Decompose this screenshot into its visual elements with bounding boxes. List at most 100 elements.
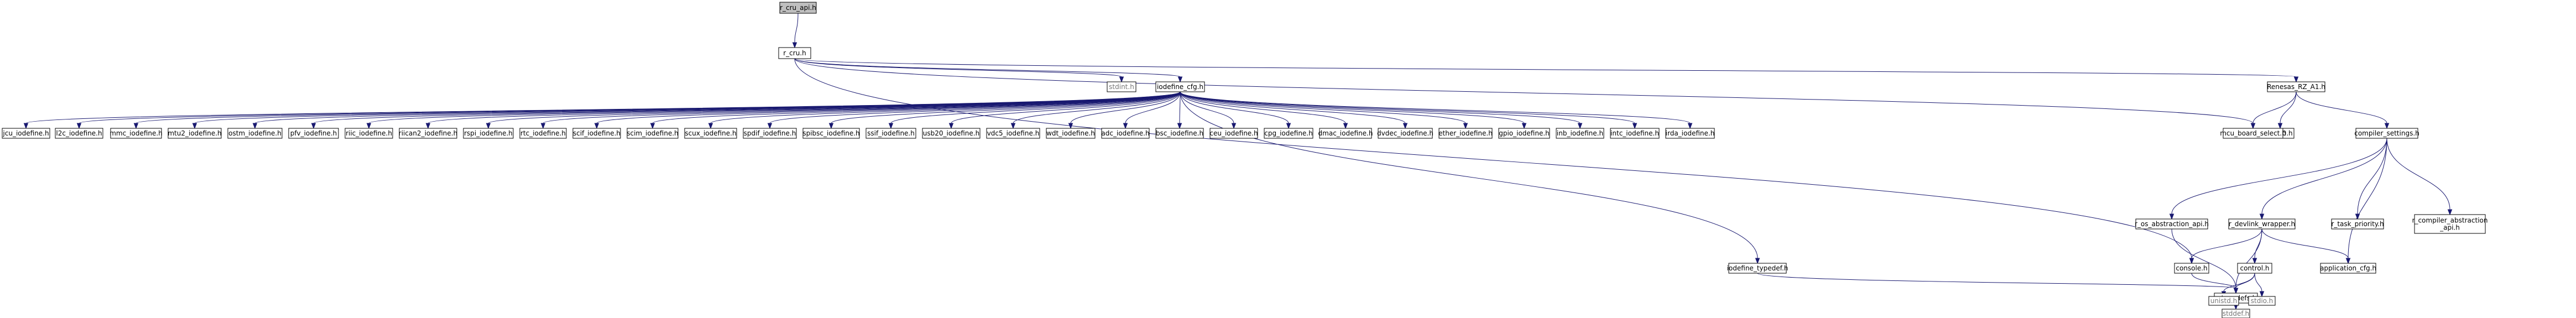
- node-label: scim_iodefine.h: [627, 129, 679, 137]
- node-label: unistd.h: [2210, 297, 2238, 305]
- node-box: [519, 128, 567, 139]
- node-box: [288, 128, 339, 139]
- node-gpio-iodefine-h[interactable]: gpio_iodefine.h: [1498, 128, 1550, 139]
- node-box: [802, 128, 860, 139]
- node-label: r_cru_api.h: [780, 4, 816, 12]
- node-cpg-iodefine-h[interactable]: cpg_iodefine.h: [1264, 128, 1313, 139]
- node-ssif-iodefine-h[interactable]: ssif_iodefine.h: [865, 128, 916, 139]
- node-iodefine-cfg-h[interactable]: iodefine_cfg.h: [1155, 81, 1205, 92]
- node-spdif-iodefine-h[interactable]: spdif_iodefine.h: [743, 128, 797, 139]
- node-l2c-iodefine-h[interactable]: l2c_iodefine.h: [55, 128, 103, 139]
- edge-arrowhead-adc_iodefine_h: [1123, 123, 1128, 129]
- edge-r_cru_h-to-iodefine_cfg_h: [794, 58, 1181, 77]
- edge-r_cru_h-to-stdint_h: [794, 58, 1122, 77]
- node-scif-iodefine-h[interactable]: scif_iodefine.h: [572, 128, 621, 139]
- edge-arrowhead-r_compiler_abstraction_api_h: [2447, 209, 2453, 216]
- node-ether-iodefine-h[interactable]: ether_iodefine.h: [1438, 128, 1493, 139]
- node-label: wdt_iodefine.h: [1046, 129, 1095, 137]
- node-box: [1264, 128, 1313, 139]
- edge-arrowhead-compiler_settings_h: [2384, 123, 2390, 129]
- node-vdc5-iodefine-h[interactable]: vdc5_iodefine.h: [986, 128, 1040, 139]
- node-box: [2223, 128, 2283, 139]
- node-ceu-iodefine-h[interactable]: ceu_iodefine.h: [1209, 128, 1258, 139]
- node-scux-iodefine-h[interactable]: scux_iodefine.h: [684, 128, 737, 139]
- node-label: ssif_iodefine.h: [867, 129, 915, 137]
- node-compiler-settings-h[interactable]: compiler_settings.h: [2354, 128, 2419, 139]
- node-box: [1155, 81, 1205, 92]
- node-application-cfg-h[interactable]: application_cfg.h: [2320, 263, 2376, 274]
- node-console-h[interactable]: console.h: [2174, 263, 2209, 274]
- node-dmac-iodefine-h[interactable]: dmac_iodefine.h: [1318, 128, 1373, 139]
- node-rspi-iodefine-h[interactable]: rspi_iodefine.h: [463, 128, 514, 139]
- edge-arrowhead-control_h: [2252, 258, 2257, 264]
- node-box: [399, 128, 457, 139]
- edge-iodefine_cfg_h-to-usb20_iodefine_h: [951, 91, 1181, 124]
- edge-iodefine_cfg_h-to-dmac_iodefine_h: [1180, 91, 1346, 124]
- node-box: [627, 128, 679, 139]
- edge-iodefine_cfg_h-to-scim_iodefine_h: [652, 91, 1181, 124]
- node-box: [1378, 128, 1433, 139]
- node-box: [684, 128, 737, 139]
- edge-iodefine_cfg_h-to-mtu2_iodefine_h: [194, 91, 1181, 124]
- node-ostm-iodefine-h[interactable]: ostm_iodefine.h: [227, 128, 283, 139]
- node-r-compiler-abstraction-api-h[interactable]: r_compiler_abstraction_api.h: [2412, 214, 2488, 234]
- node-box: [2208, 296, 2239, 306]
- node-adc-iodefine-h[interactable]: adc_iodefine.h: [1101, 128, 1150, 139]
- edge-arrowhead-rtc_iodefine_h: [540, 123, 546, 129]
- node-scim-iodefine-h[interactable]: scim_iodefine.h: [627, 128, 679, 139]
- edge-r_cru_api_h-to-r_cru_h: [794, 13, 799, 43]
- edge-r_os_abstraction_api_h-to-r_typedefs_h: [2171, 228, 2236, 289]
- node-label: ether_iodefine.h: [1438, 129, 1493, 137]
- node-jcu-iodefine-h[interactable]: jcu_iodefine.h: [2, 128, 50, 139]
- node-usb20-iodefine-h[interactable]: usb20_iodefine.h: [922, 128, 981, 139]
- node-box: [2222, 309, 2250, 318]
- node-bsc-iodefine-h[interactable]: bsc_iodefine.h: [1155, 128, 1204, 139]
- node-pfv-iodefine-h[interactable]: pfv_iodefine.h: [288, 128, 339, 139]
- node-r-cru-api-h[interactable]: r_cru_api.h: [779, 2, 817, 14]
- node-mmc-iodefine-h[interactable]: mmc_iodefine.h: [109, 128, 163, 139]
- edge-control_h-to-unistd_h: [2223, 273, 2255, 292]
- edge-renesas_rz_a1_h-to-mcu_board_select_h: [2252, 91, 2297, 124]
- node-r-devlink-wrapper-h[interactable]: r_devlink_wrapper.h: [2228, 218, 2296, 230]
- node-box: [2174, 263, 2209, 274]
- node-label: r_compiler_abstraction_api.h: [2412, 217, 2488, 232]
- edge-arrowhead-stdio_h: [2259, 291, 2265, 298]
- node-label: compiler_settings.h: [2354, 129, 2419, 137]
- node-label: rtc_iodefine.h: [520, 129, 566, 137]
- node-label: mmc_iodefine.h: [109, 129, 163, 137]
- node-r-task-priority-h[interactable]: r_task_priority.h: [2331, 218, 2384, 230]
- node-box: [779, 2, 817, 14]
- edge-arrowhead-spdif_iodefine_h: [767, 123, 773, 129]
- node-mtu2-iodefine-h[interactable]: mtu2_iodefine.h: [168, 128, 222, 139]
- edge-arrowhead-ether_iodefine_h: [1463, 123, 1468, 129]
- edge-arrowhead-bsc_iodefine_h: [1177, 123, 1182, 129]
- edge-iodefine_cfg_h-to-scux_iodefine_h: [710, 91, 1181, 124]
- node-irda-iodefine-h[interactable]: irda_iodefine.h: [1665, 128, 1715, 139]
- edge-iodefine_cfg_h-to-ceu_iodefine_h: [1180, 91, 1234, 124]
- node-renesas-rz-a1-h[interactable]: Renesas_RZ_A1.h: [2267, 81, 2325, 92]
- node-control-h[interactable]: control.h: [2237, 263, 2272, 274]
- edge-iodefine_cfg_h-to-irda_iodefine_h: [1180, 91, 1691, 124]
- edge-iodefine_cfg_h-to-rspi_iodefine_h: [488, 91, 1181, 124]
- node-label: riican2_iodefine.h: [399, 129, 457, 137]
- node-label: r_os_abstraction_api.h: [2135, 220, 2209, 228]
- node-iodefine-typedef-h[interactable]: iodefine_typedef.h: [1727, 263, 1788, 274]
- node-mcu-board-select-h[interactable]: mcu_board_select.h: [2220, 128, 2286, 139]
- node-inb-iodefine-h[interactable]: inb_iodefine.h: [1556, 128, 1604, 139]
- node-r-cru-h[interactable]: r_cru.h: [778, 47, 811, 59]
- node-box: [2267, 81, 2325, 92]
- edge-iodefine_cfg_h-to-spibsc_iodefine_h: [831, 91, 1181, 124]
- node-rtc-iodefine-h[interactable]: rtc_iodefine.h: [519, 128, 567, 139]
- node-intc-iodefine-h[interactable]: intc_iodefine.h: [1610, 128, 1660, 139]
- node-riican2-iodefine-h[interactable]: riican2_iodefine.h: [399, 128, 457, 139]
- node-spibsc-iodefine-h[interactable]: spibsc_iodefine.h: [802, 128, 860, 139]
- node-riic-iodefine-h[interactable]: riic_iodefine.h: [345, 128, 393, 139]
- node-r-os-abstraction-api-h[interactable]: r_os_abstraction_api.h: [2135, 218, 2209, 230]
- node-dvdec-iodefine-h[interactable]: dvdec_iodefine.h: [1377, 128, 1433, 139]
- node-box: [572, 128, 621, 139]
- node-wdt-iodefine-h[interactable]: wdt_iodefine.h: [1046, 128, 1096, 139]
- node-label: irda_iodefine.h: [1666, 129, 1715, 137]
- edge-arrowhead-riic_iodefine_h: [366, 123, 372, 129]
- edge-compiler_settings_h-to-r_os_abstraction_api_h: [2171, 138, 2387, 215]
